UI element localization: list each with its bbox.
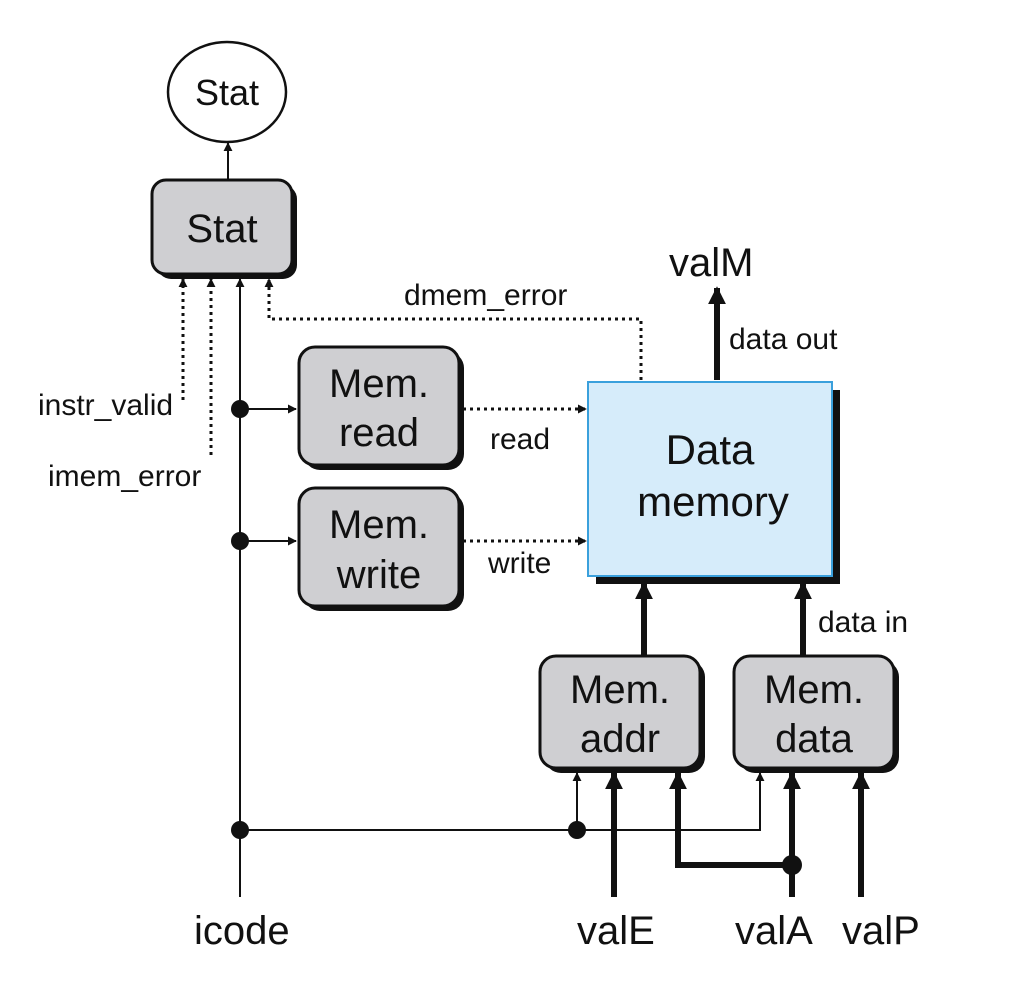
mem-write-label-line2: write — [336, 553, 421, 597]
data-memory-block: Data memory — [587, 381, 840, 584]
valM-label: valM — [669, 241, 753, 285]
mem-data-label-line2: data — [775, 717, 854, 761]
mem-data-label-line1: Mem. — [764, 668, 864, 712]
junction-dot — [568, 821, 586, 839]
icode-to-mem-data — [240, 772, 765, 831]
junction-dot — [231, 400, 249, 418]
valE-label: valE — [577, 909, 655, 953]
imem-error-label: imem_error — [48, 460, 201, 493]
valP-label: valP — [842, 909, 920, 953]
mem-addr-block: Mem. addr — [538, 654, 705, 773]
mem-addr-label-line2: addr — [580, 717, 660, 761]
instr-valid-label: instr_valid — [38, 389, 173, 422]
read-label: read — [490, 423, 550, 456]
stat-output-node: Stat — [166, 40, 288, 144]
junction-dot — [782, 855, 802, 875]
stat-block: Stat — [150, 178, 297, 279]
valA-to-mem-addr — [669, 771, 792, 868]
dmem-error-label: dmem_error — [404, 279, 567, 312]
write-label: write — [487, 547, 551, 580]
stat-block-label: Stat — [186, 207, 257, 251]
junction-dot — [231, 532, 249, 550]
data-memory-label-line2: memory — [637, 478, 789, 525]
icode-label: icode — [194, 909, 290, 953]
mem-write-block: Mem. write — [297, 486, 464, 611]
junction-dot — [231, 821, 249, 839]
dmem-error-signal — [264, 278, 643, 380]
data-memory-label-line1: Data — [666, 426, 755, 473]
mem-write-label-line1: Mem. — [329, 503, 429, 547]
mem-read-block: Mem. read — [297, 345, 464, 470]
valA-label: valA — [735, 909, 813, 953]
mem-read-label-line1: Mem. — [329, 362, 429, 406]
data-in-label: data in — [818, 606, 908, 639]
mem-addr-label-line1: Mem. — [570, 668, 670, 712]
stat-output-label: Stat — [195, 72, 259, 113]
data-out-label: data out — [729, 323, 838, 356]
mem-read-label-line2: read — [339, 411, 419, 455]
mem-data-block: Mem. data — [732, 654, 899, 773]
